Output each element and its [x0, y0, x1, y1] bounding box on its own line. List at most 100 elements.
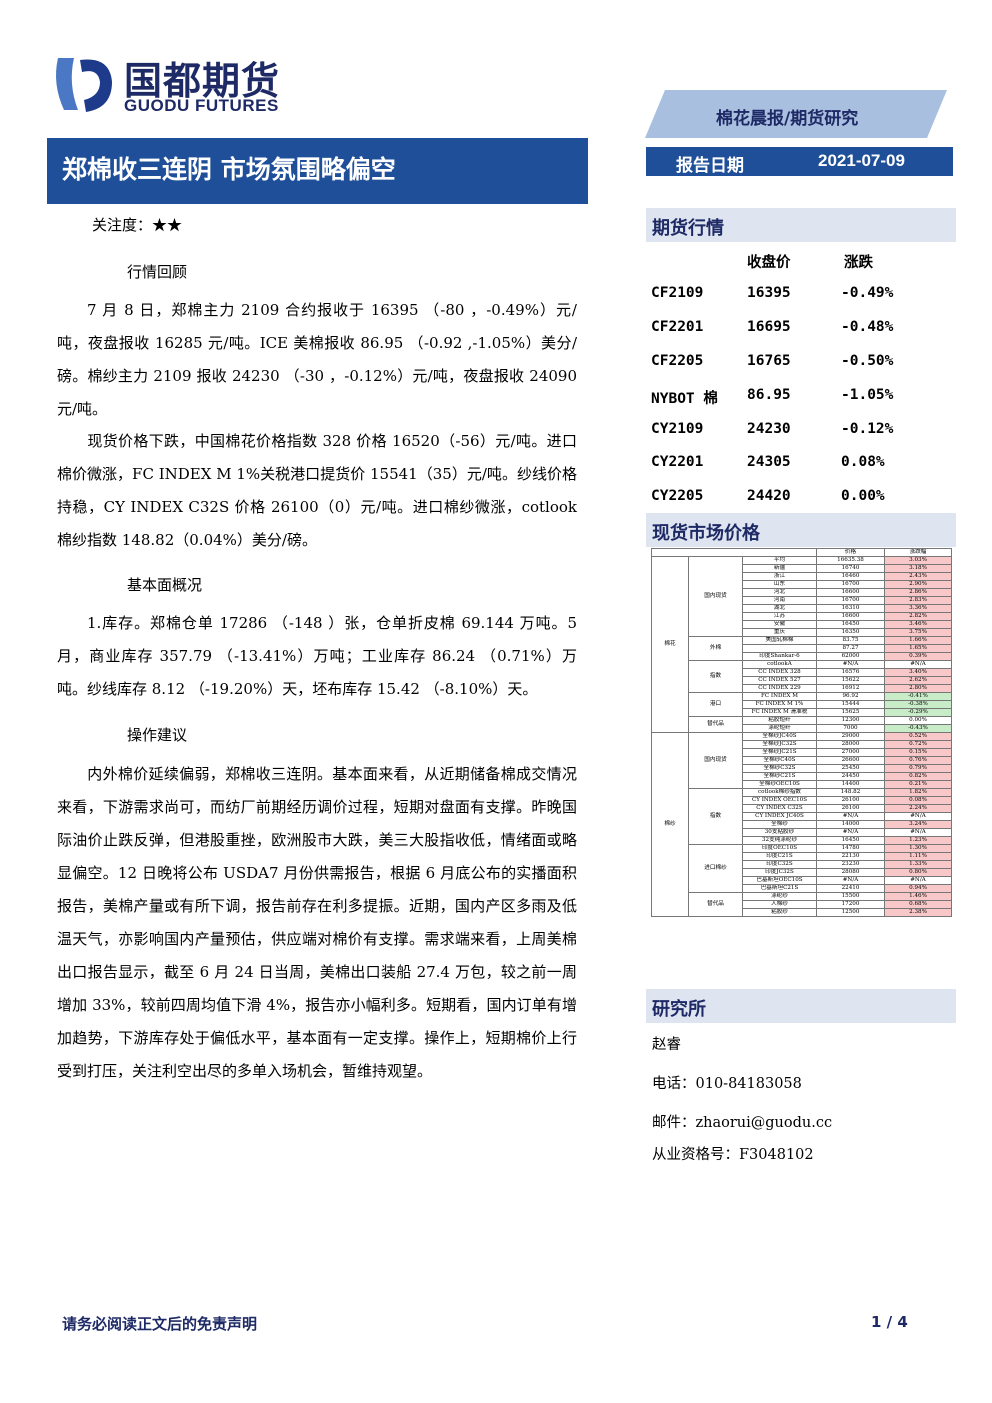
spot-item-price: 7000 — [816, 724, 885, 733]
spot-item-change: 3.18% — [884, 564, 952, 573]
spot-item-change: 0.39% — [884, 652, 952, 661]
spot-item-name: 全棉纱JC21S — [742, 748, 817, 757]
contract-name: CF2109 — [651, 285, 704, 301]
spot-item-name: 平均 — [742, 556, 817, 565]
spot-item-price: #N/A — [816, 828, 885, 837]
spot-item-change: 3.36% — [884, 604, 952, 613]
paragraph-text: 1.库存。郑棉仓单 17286 （-148 ）张，仓单折皮棉 69.144 万吨… — [57, 614, 577, 698]
spot-item-price: 12500 — [816, 908, 885, 917]
spot-item-change: 1.65% — [884, 644, 952, 653]
spot-item-price: 15625 — [816, 708, 885, 717]
spot-item-price: 16600 — [816, 588, 885, 597]
spot-item-name: 江苏 — [742, 612, 817, 621]
spot-item-name: 全棉纱JC32S — [742, 740, 817, 749]
spot-item-name: 印度C21S — [742, 852, 817, 861]
price-change: 0.00% — [841, 488, 885, 504]
section-fundamentals: 基本面概况 — [127, 576, 203, 594]
close-price: 16765 — [747, 353, 791, 369]
close-price: 16695 — [747, 319, 791, 335]
spot-item-change: #N/A — [884, 876, 952, 885]
title-band — [47, 138, 588, 204]
spot-item-name: 湖北 — [742, 604, 817, 613]
spot-item-name: FC INDEX M 1% — [742, 700, 817, 709]
spot-item-name: 全棉纱C21S — [742, 772, 817, 781]
spot-item-change: 1.46% — [884, 892, 952, 901]
spot-item-name: 粘胶纱 — [742, 908, 817, 917]
futures-heading: 期货行情 — [646, 208, 956, 242]
spot-item-change: 0.80% — [884, 868, 952, 877]
spot-item-price: 16450 — [816, 620, 885, 629]
spot-item-change: 0.00% — [884, 716, 952, 725]
spot-item-change: 2.90% — [884, 580, 952, 589]
date-band — [646, 147, 953, 176]
spot-item-name: 安徽 — [742, 620, 817, 629]
price-change: -0.50% — [841, 353, 894, 369]
spot-item-price: 28000 — [816, 740, 885, 749]
spot-item-change: 0.52% — [884, 732, 952, 741]
spot-item-change: 1.82% — [884, 788, 952, 797]
spot-subcategory: 外棉 — [688, 636, 743, 661]
contract-name: CF2205 — [651, 353, 704, 369]
spot-item-change: -0.38% — [884, 700, 952, 709]
research-heading: 研究所 — [646, 989, 956, 1023]
spot-item-name: FC INDEX M 滑准税 — [742, 708, 817, 717]
spot-item-change: 2.62% — [884, 676, 952, 685]
spot-item-change: 2.38% — [884, 908, 952, 917]
spot-item-name: 浙江 — [742, 572, 817, 581]
guodu-logo-icon — [56, 58, 112, 112]
spot-item-price: 25450 — [816, 764, 885, 773]
spot-item-change: 0.72% — [884, 740, 952, 749]
spot-item-price: 16576 — [816, 668, 885, 677]
spot-item-price: 14780 — [816, 844, 885, 853]
spot-item-change: 2.80% — [884, 684, 952, 693]
spot-item-price: 22410 — [816, 884, 885, 893]
spot-item-price: 96.92 — [816, 692, 885, 701]
page-number: 1 / 4 — [871, 1313, 908, 1331]
attention-level: 关注度：★★ — [92, 216, 183, 234]
spot-item-price: 16450 — [816, 836, 885, 845]
spot-item-name — [742, 644, 817, 653]
close-price: 16395 — [747, 285, 791, 301]
spot-item-price: 83.75 — [816, 636, 885, 645]
spot-item-change: 0.08% — [884, 796, 952, 805]
spot-item-name: 重庆 — [742, 628, 817, 637]
report-type-banner — [645, 90, 947, 138]
spot-item-change: 1.11% — [884, 852, 952, 861]
spot-item-price: 24450 — [816, 772, 885, 781]
disclaimer-note: 请务必阅读正文后的免责声明 — [62, 1315, 258, 1333]
spot-item-change: 0.79% — [884, 764, 952, 773]
price-change: -0.48% — [841, 319, 894, 335]
contract-name: NYBOT 棉 — [651, 391, 718, 407]
spot-item-name: 新疆 — [742, 564, 817, 573]
paragraph-advice: 内外棉价延续偏弱，郑棉收三连阴。基本面来看，从近期储备棉成交情况来看，下游需求尚… — [57, 758, 577, 1088]
report-type: 棉花晨报/期货研究 — [716, 109, 859, 129]
spot-item-price: 16460 — [816, 572, 885, 581]
spot-item-change: 2.86% — [884, 588, 952, 597]
spot-item-name: 全棉纱C32S — [742, 764, 817, 773]
spot-subcategory: 替代品 — [688, 892, 743, 917]
spot-item-name: CY INDEX OEC10S — [742, 796, 817, 805]
spot-item-name: 涤纶纱 — [742, 892, 817, 901]
spot-item-name: 印度C32S — [742, 860, 817, 869]
spot-item-price: 28080 — [816, 868, 885, 877]
spot-item-name: 全棉纱OEC10S — [742, 780, 817, 789]
spot-item-name: 巴基斯坦C21S — [742, 884, 817, 893]
paragraph-spot-review: 现货价格下跌，中国棉花价格指数 328 价格 16520（-56）元/吨。进口棉… — [57, 425, 577, 557]
contract-name: CY2201 — [651, 454, 704, 470]
spot-item-name: 全棉纱C40S — [742, 756, 817, 765]
spot-item-price: 16700 — [816, 580, 885, 589]
contract-name: CF2201 — [651, 319, 704, 335]
spot-item-change: 2.43% — [884, 572, 952, 581]
spot-subcategory: 指数 — [688, 660, 743, 693]
spot-item-name: 山东 — [742, 580, 817, 589]
spot-item-price: 16635.38 — [816, 556, 885, 565]
logo-english-name: GUODU FUTURES — [124, 96, 279, 115]
spot-item-name: 32支纯涤纶纱 — [742, 836, 817, 845]
spot-subcategory: 进口棉纱 — [688, 844, 743, 893]
spot-item-name: 涤纶短纤 — [742, 724, 817, 733]
